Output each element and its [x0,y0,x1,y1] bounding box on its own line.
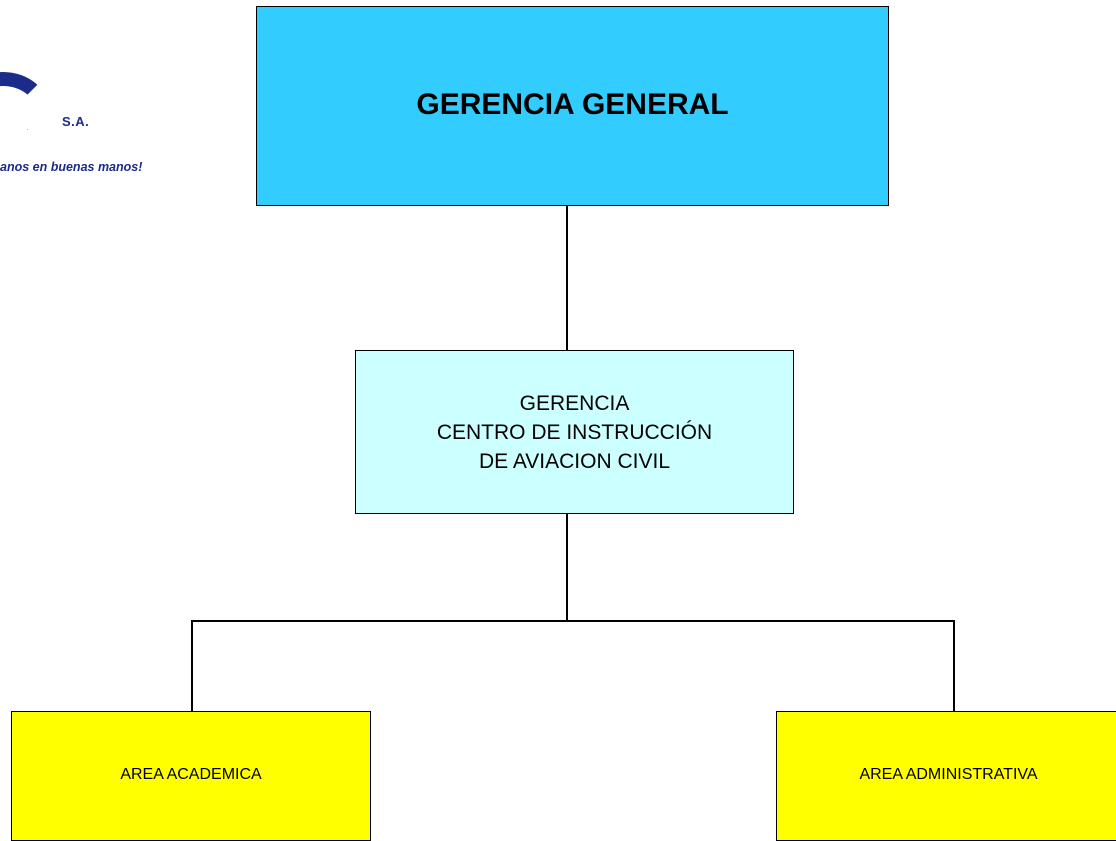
node-gerencia-general-label: GERENCIA GENERAL [416,88,729,121]
node-area-academica: AREA ACADEMICA [11,711,371,841]
node-area-administrativa: AREA ADMINISTRATIVA [776,711,1116,841]
node-area-administrativa-label: AREA ADMINISTRATIVA [859,766,1038,783]
node-centro-line-1: GERENCIA [519,391,630,415]
node-area-academica-label: AREA ACADEMICA [120,766,262,783]
node-gerencia-general: GERENCIA GENERAL [256,6,889,206]
connector-general-centro [566,206,568,350]
logo-suffix: S.A. [62,114,90,129]
logo-tagline: anos en buenas manos! [0,160,143,174]
connector-branch-administrativa [953,620,955,711]
company-logo: S.A. anos en buenas manos! [0,70,220,180]
node-gerencia-centro: GERENCIA CENTRO DE INSTRUCCIÓN DE AVIACI… [355,350,794,514]
node-centro-line-3: DE AVIACION CIVIL [479,449,670,473]
node-centro-line-2: CENTRO DE INSTRUCCIÓN [436,420,713,444]
logo-mark-icon [0,70,42,130]
connector-centro-branch [566,514,568,621]
connector-horizontal-branch [191,620,954,622]
connector-branch-academica [191,620,193,711]
